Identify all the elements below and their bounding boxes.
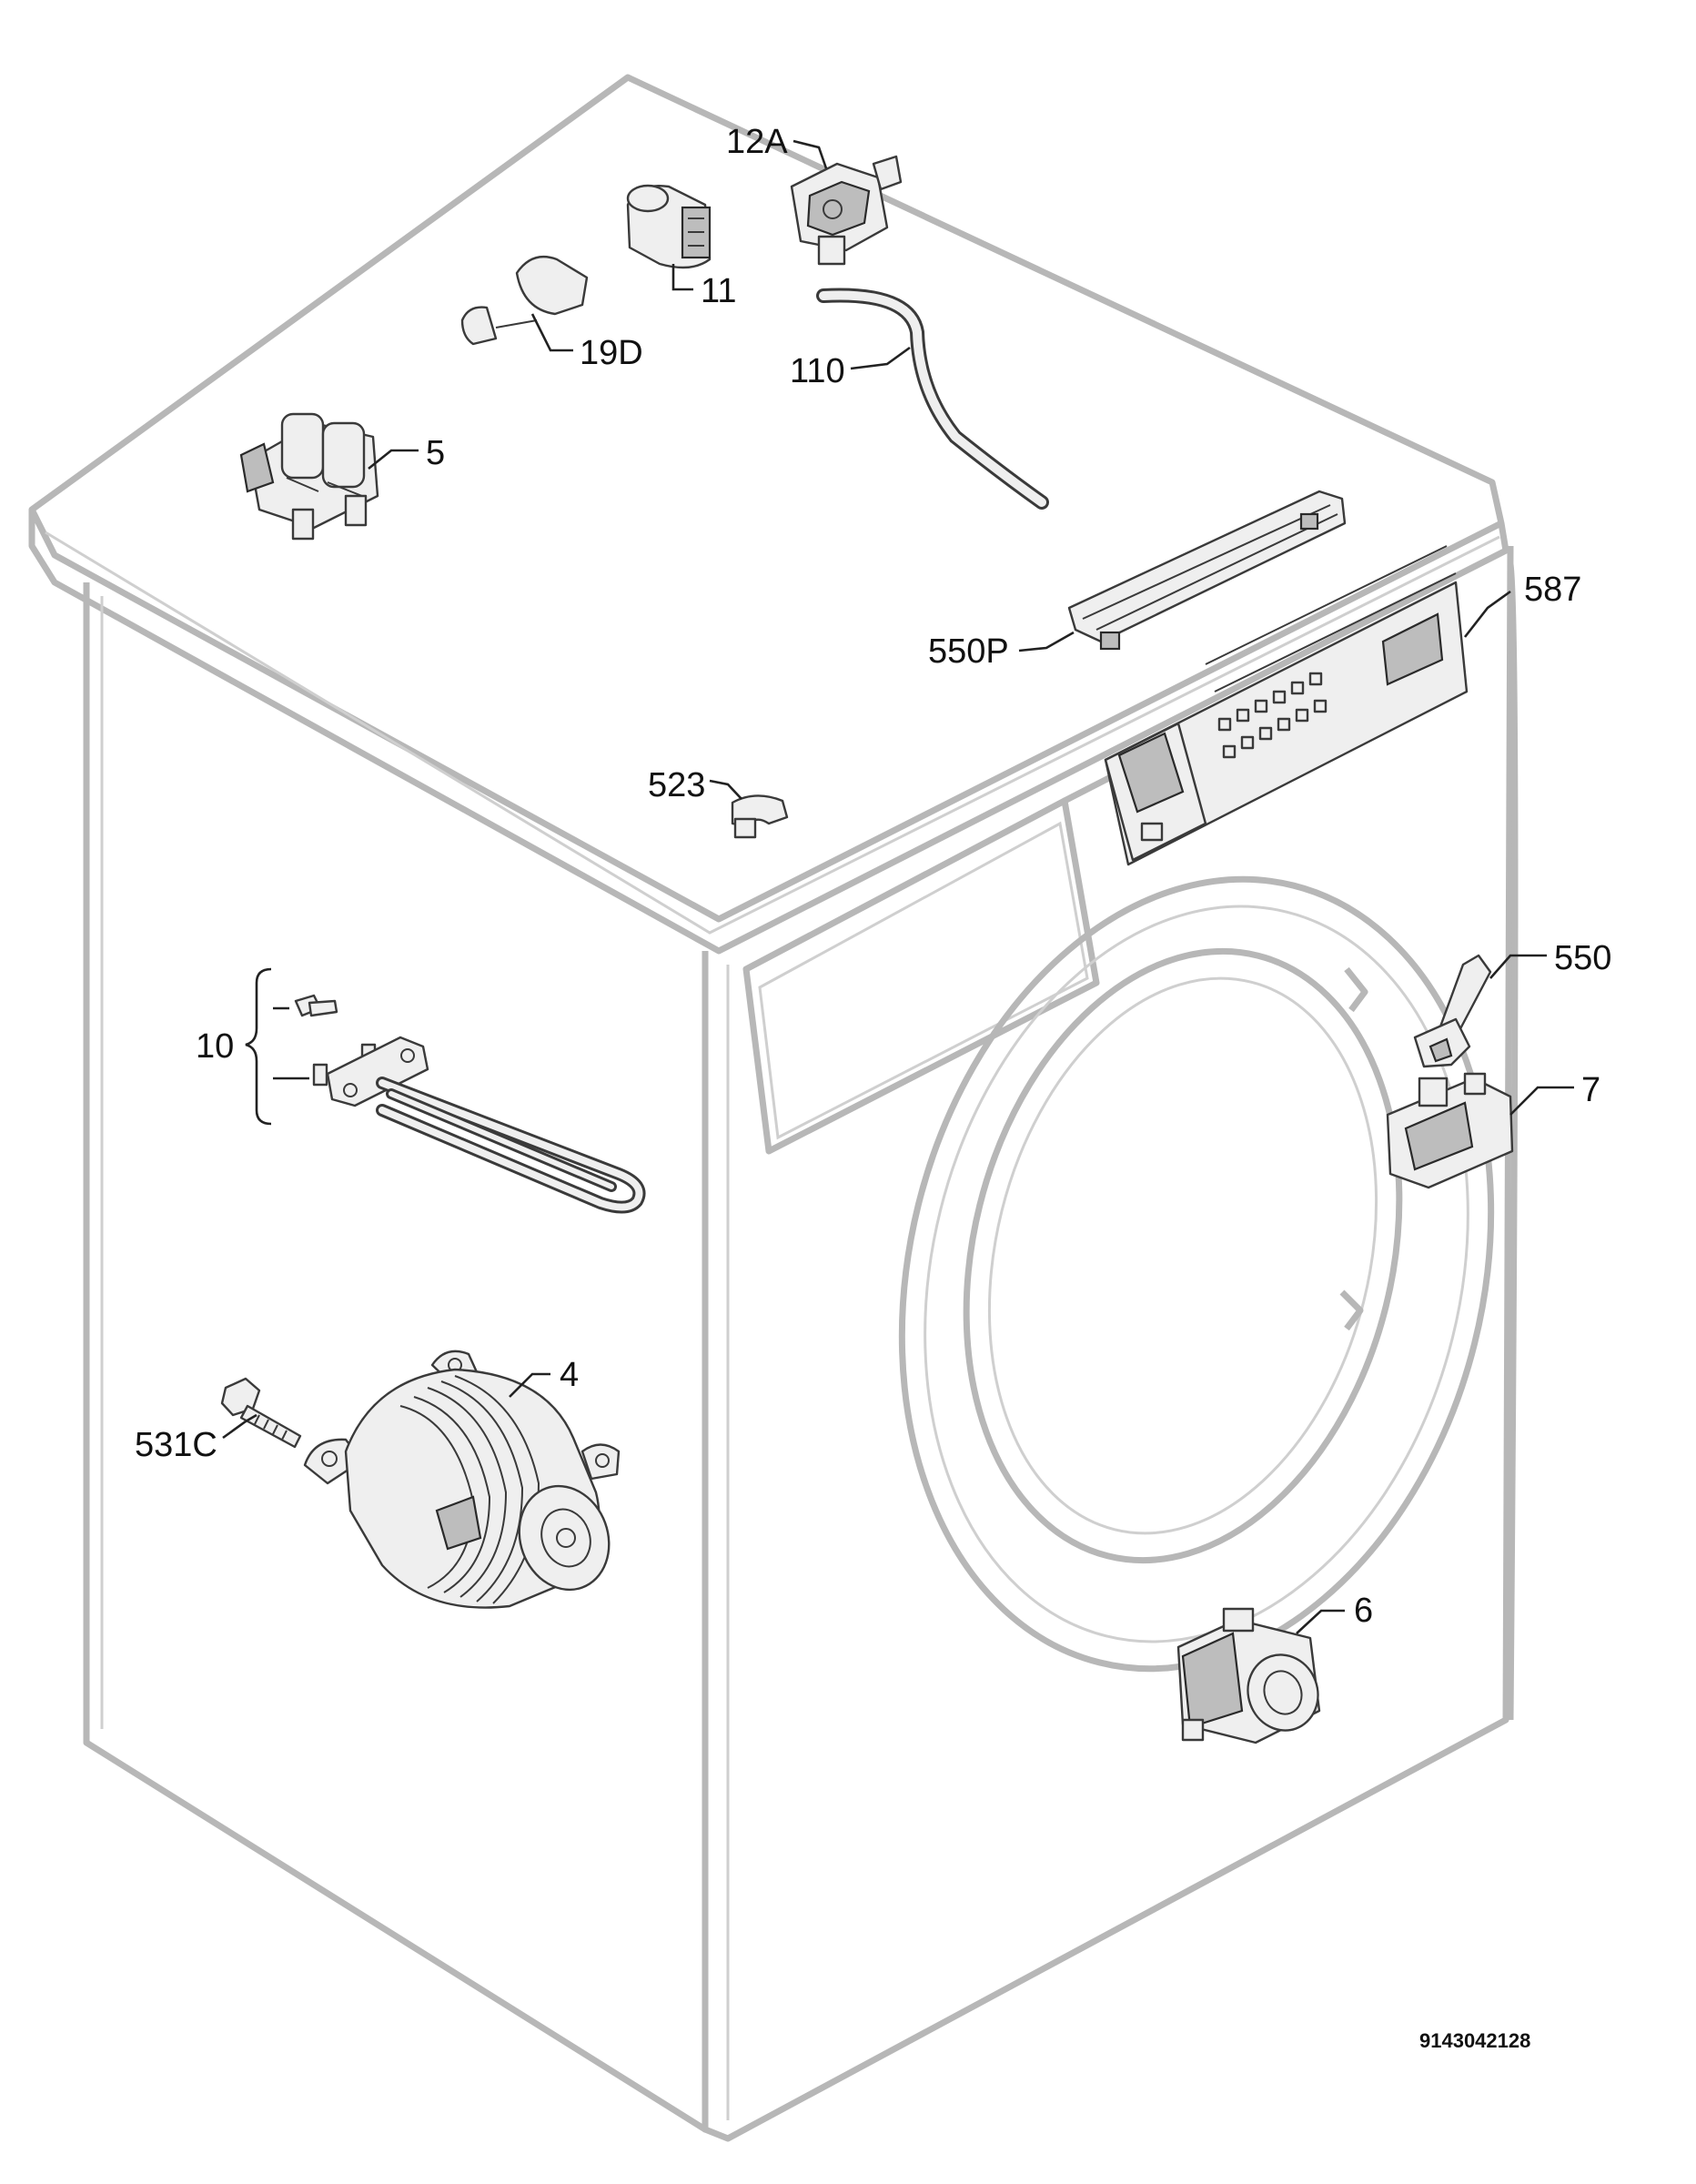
- pressure-switch-part-12A: [790, 155, 903, 266]
- door-handle-part-550: [1413, 954, 1492, 1068]
- clip-part-523: [731, 794, 789, 839]
- leader-12A: [792, 139, 828, 169]
- label-5: 5: [426, 434, 445, 472]
- leader-110: [850, 346, 911, 370]
- pressure-hose-part-110: [816, 288, 1049, 510]
- leader-11: [671, 264, 693, 291]
- label-550: 550: [1554, 939, 1611, 977]
- leader-523: [709, 779, 742, 800]
- leader-5: [368, 449, 419, 470]
- leader-4: [509, 1372, 550, 1398]
- control-board-part-587: [1104, 545, 1469, 866]
- label-531C: 531C: [135, 1426, 217, 1464]
- leader-7: [1509, 1086, 1574, 1116]
- motor-part-4: [303, 1350, 621, 1609]
- leader-550: [1489, 954, 1547, 979]
- label-12A: 12A: [726, 123, 788, 161]
- label-10: 10: [196, 1027, 234, 1066]
- leader-19D: [530, 313, 573, 352]
- label-110: 110: [790, 352, 845, 390]
- door-lock-part-7: [1386, 1072, 1514, 1189]
- label-6: 6: [1354, 1592, 1373, 1630]
- control-panel-trim-part-550P: [1067, 490, 1347, 651]
- heating-element-part-10: [245, 967, 646, 1214]
- label-7: 7: [1581, 1071, 1600, 1109]
- label-11: 11: [701, 272, 736, 310]
- leader-531C: [222, 1413, 257, 1440]
- label-19D: 19D: [580, 334, 643, 372]
- label-550P: 550P: [928, 632, 1009, 671]
- leader-550P: [1018, 631, 1075, 652]
- capacitor-part-11: [626, 184, 712, 269]
- leader-6: [1296, 1609, 1345, 1634]
- label-587: 587: [1524, 571, 1581, 609]
- inlet-valve-part-5: [239, 412, 379, 541]
- label-4: 4: [560, 1356, 579, 1394]
- leader-587: [1463, 590, 1511, 638]
- cable-clip-part-19D: [460, 255, 589, 346]
- drain-pump-part-6: [1176, 1607, 1321, 1744]
- label-523: 523: [648, 766, 705, 804]
- document-number: 9143042128: [1419, 2029, 1530, 2052]
- bolt-part-531C: [220, 1377, 302, 1449]
